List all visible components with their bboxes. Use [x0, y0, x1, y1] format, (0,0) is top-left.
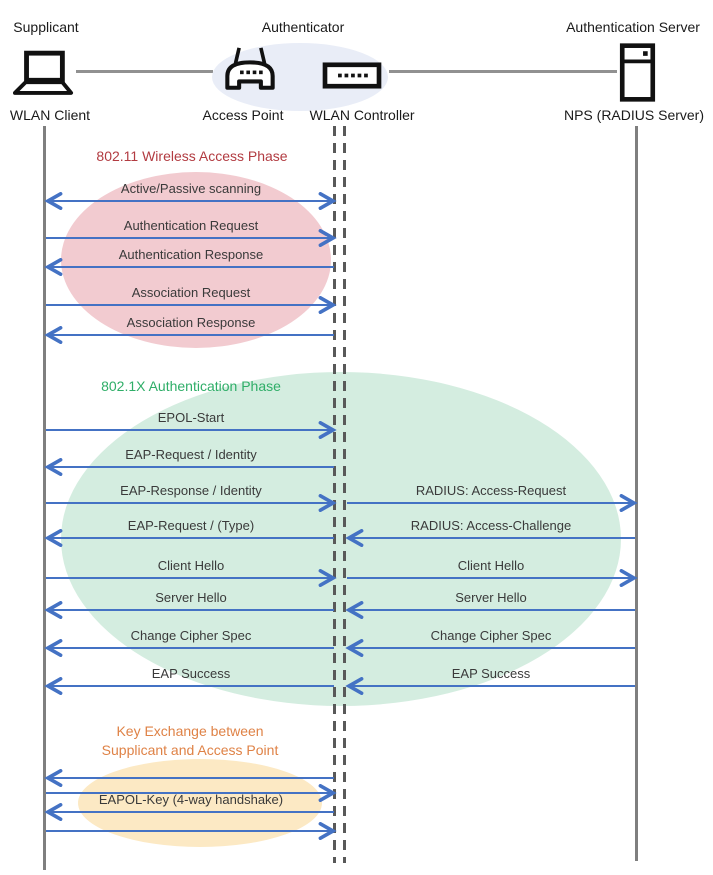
- authenticator-lifeline-b: [343, 126, 346, 863]
- wireless-access-phase-title: 802.11 Wireless Access Phase: [96, 148, 288, 164]
- laptop-icon: [12, 50, 74, 97]
- message-label: Server Hello: [455, 590, 527, 605]
- message-label: RADIUS: Access-Challenge: [410, 518, 572, 533]
- message-label: EAP-Response / Identity: [120, 483, 262, 498]
- auth-server-role-label: Authentication Server: [566, 19, 700, 35]
- message-label: Client Hello: [457, 558, 525, 573]
- key-exchange-phase-title: Key Exchange between Supplicant and Acce…: [101, 723, 279, 758]
- message-label: EPOL-Start: [157, 410, 225, 425]
- message-label: EAP Success: [151, 666, 231, 681]
- supplicant-lifeline: [43, 126, 46, 870]
- message-label: Active/Passive scanning: [120, 181, 262, 196]
- message-label: RADIUS: Access-Request: [415, 483, 567, 498]
- wireless-router-icon: [221, 45, 279, 97]
- message-label: Authentication Response: [118, 247, 264, 262]
- network-switch-icon: [322, 62, 382, 89]
- message-label: Authentication Request: [123, 218, 259, 233]
- message-label: Client Hello: [157, 558, 225, 573]
- message-label: EAP Success: [451, 666, 531, 681]
- message-label: Association Request: [131, 285, 251, 300]
- dot1x-auth-phase-title: 802.1X Authentication Phase: [101, 378, 281, 394]
- auth-server-lifeline: [635, 126, 638, 861]
- connector-line-right: [389, 70, 617, 73]
- message-label: Association Response: [126, 315, 256, 330]
- message-label: Server Hello: [155, 590, 227, 605]
- authenticator-role-label: Authenticator: [261, 19, 345, 35]
- message-label: Change Cipher Spec: [130, 628, 252, 643]
- nps-radius-server-label: NPS (RADIUS Server): [563, 107, 705, 123]
- supplicant-role-label: Supplicant: [13, 19, 79, 35]
- message-label: EAPOL-Key (4-way handshake): [98, 792, 284, 807]
- connector-line-left: [76, 70, 213, 73]
- wlan-controller-label: WLAN Controller: [309, 107, 415, 123]
- access-point-label: Access Point: [202, 107, 284, 123]
- server-icon: [619, 42, 656, 103]
- message-label: EAP-Request / Identity: [125, 447, 257, 462]
- key-exchange-phase-ellipse: [78, 759, 322, 847]
- message-label: EAP-Request / (Type): [127, 518, 255, 533]
- message-label: Change Cipher Spec: [430, 628, 552, 643]
- wlan-client-label: WLAN Client: [9, 107, 91, 123]
